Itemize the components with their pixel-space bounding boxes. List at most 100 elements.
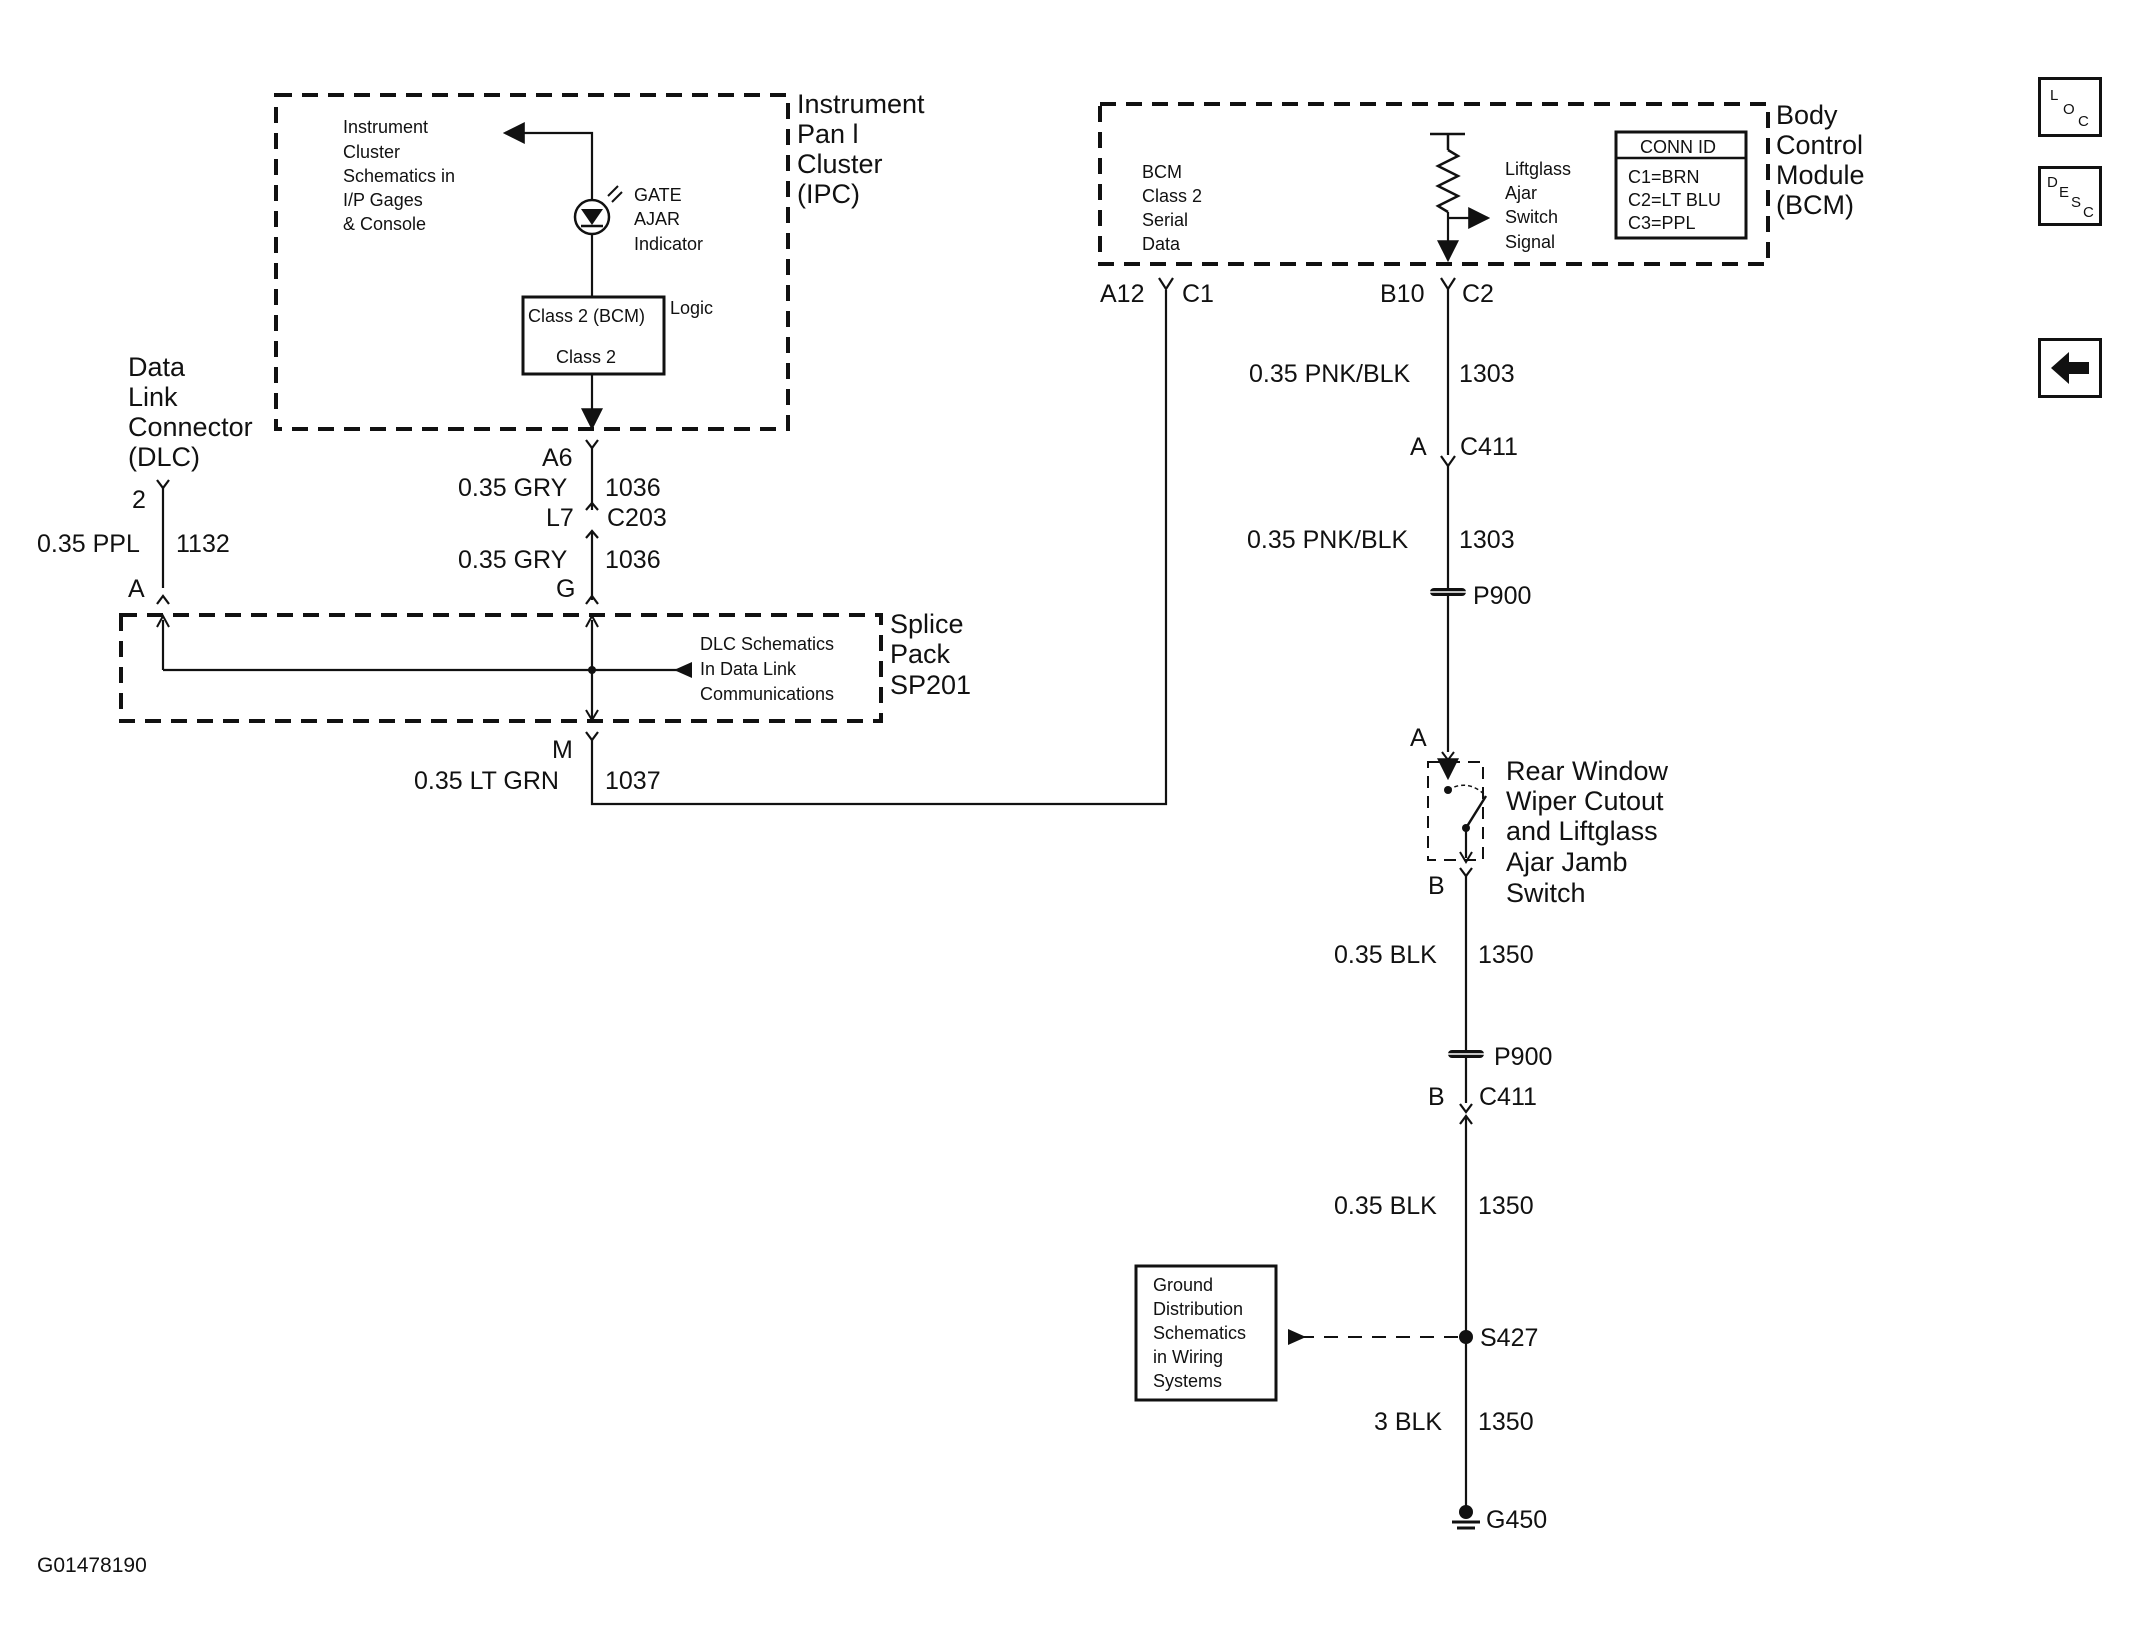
connector-c203: C203: [607, 504, 667, 532]
svg-text:Control: Control: [1776, 130, 1863, 160]
svg-text:Class 2 (BCM): Class 2 (BCM): [528, 306, 645, 326]
ground-distribution-reference[interactable]: Ground Distribution Schematics in Wiring…: [1153, 1275, 1246, 1391]
c411-pin-b: B: [1428, 1083, 1445, 1111]
splice-pack-boundary: [119, 613, 883, 723]
svg-text:in Wiring: in Wiring: [1153, 1347, 1223, 1367]
wire-pnk-blk-2: 0.35 PNK/BLK: [1247, 526, 1409, 554]
svg-text:C2=LT BLU: C2=LT BLU: [1628, 190, 1721, 210]
svg-text:Ajar: Ajar: [1505, 183, 1537, 203]
svg-text:Body: Body: [1776, 100, 1838, 130]
bcm-conn-c2: C2: [1462, 280, 1494, 308]
wire-blk-2: 0.35 BLK: [1334, 1192, 1437, 1220]
svg-text:In Data Link: In Data Link: [700, 659, 797, 679]
pullup-resistor-icon: [1430, 132, 1465, 214]
svg-text:S: S: [2071, 194, 2081, 211]
switch-boundary: [1427, 761, 1484, 861]
ipc-schematic-reference[interactable]: Instrument Cluster Schematics in I/P Gag…: [343, 117, 455, 234]
svg-text:Serial: Serial: [1142, 210, 1188, 230]
connector-c411: C411: [1460, 433, 1518, 461]
bcm-pin-a12: A12: [1100, 280, 1144, 308]
svg-text:and Liftglass: and Liftglass: [1506, 816, 1658, 846]
svg-text:Ajar Jamb: Ajar Jamb: [1506, 847, 1628, 877]
svg-text:C3=PPL: C3=PPL: [1628, 213, 1696, 233]
svg-text:O: O: [2063, 101, 2075, 118]
ground-icon: [1452, 1505, 1480, 1530]
svg-text:Connector: Connector: [128, 412, 253, 442]
p900-label-1: P900: [1473, 582, 1531, 610]
svg-text:Ground: Ground: [1153, 1275, 1213, 1295]
svg-text:AJAR: AJAR: [634, 209, 680, 229]
ipc-boundary: [274, 93, 790, 431]
ipc-wire2: 0.35 GRY: [458, 546, 568, 574]
svg-text:BCM: BCM: [1142, 162, 1182, 182]
svg-text:(BCM): (BCM): [1776, 190, 1854, 220]
svg-text:Cluster: Cluster: [343, 142, 400, 162]
svg-text:I/P Gages: I/P Gages: [343, 190, 423, 210]
ipc-title: Instrument Pan l Cluster (IPC): [797, 89, 925, 209]
svg-text:Switch: Switch: [1505, 207, 1558, 227]
svg-text:Link: Link: [128, 382, 178, 412]
ipc-circuit2: 1036: [605, 546, 661, 574]
ground-g450: G450: [1486, 1506, 1547, 1534]
svg-text:Switch: Switch: [1506, 878, 1586, 908]
switch-contact-icon: [1464, 795, 1488, 829]
splice-pin-m: M: [552, 736, 573, 764]
svg-text:Splice: Splice: [890, 609, 964, 639]
logic-label: Logic: [670, 298, 713, 318]
svg-text:C: C: [2083, 204, 2094, 221]
bcm-pin-b10: B10: [1380, 280, 1424, 308]
gate-ajar-indicator-icon: [573, 185, 623, 236]
svg-text:& Console: & Console: [343, 214, 426, 234]
wire-pnk-blk-1: 0.35 PNK/BLK: [1249, 360, 1411, 388]
connector-c411-2: C411: [1479, 1083, 1537, 1111]
splice-wire: 0.35 LT GRN: [414, 767, 559, 795]
svg-text:Class 2: Class 2: [1142, 186, 1202, 206]
svg-text:Module: Module: [1776, 160, 1865, 190]
gate-ajar-indicator-label: GATE AJAR Indicator: [634, 185, 703, 254]
ipc-wire1: 0.35 GRY: [458, 474, 568, 502]
svg-text:Pan l: Pan l: [797, 119, 859, 149]
svg-text:CONN ID: CONN ID: [1640, 137, 1716, 157]
svg-text:Data: Data: [1142, 234, 1181, 254]
svg-text:(DLC): (DLC): [128, 442, 200, 472]
svg-text:Instrument: Instrument: [797, 89, 925, 119]
svg-text:DLC Schematics: DLC Schematics: [700, 634, 834, 654]
switch-pin-b: B: [1428, 872, 1445, 900]
dlc-schematics-reference[interactable]: DLC Schematics In Data Link Communicatio…: [700, 634, 834, 704]
dlc-title: Data Link Connector (DLC): [128, 352, 253, 472]
svg-text:Schematics: Schematics: [1153, 1323, 1246, 1343]
wire-blk-1: 0.35 BLK: [1334, 941, 1437, 969]
svg-text:Systems: Systems: [1153, 1371, 1222, 1391]
bcm-serial-data-label: BCM Class 2 Serial Data: [1142, 162, 1202, 254]
svg-text:L: L: [2050, 87, 2058, 104]
pass-through-grommet-icon-2: [1444, 1050, 1488, 1058]
circuit-1350-3: 1350: [1478, 1408, 1534, 1436]
description-button[interactable]: D E S C: [2038, 166, 2102, 226]
c411-pin-a: A: [1410, 433, 1427, 461]
svg-text:Schematics in: Schematics in: [343, 166, 455, 186]
bcm-conn-c1: C1: [1182, 280, 1214, 308]
ipc-pin-l7: L7: [546, 504, 574, 532]
dlc-wire-color: 0.35 PPL: [37, 530, 140, 558]
dlc-terminal: A: [128, 575, 145, 603]
dlc-circuit: 1132: [176, 530, 230, 558]
splice-s427-label: S427: [1480, 1324, 1538, 1352]
svg-text:GATE: GATE: [634, 185, 682, 205]
liftglass-ajar-signal-label: Liftglass Ajar Switch Signal: [1505, 159, 1571, 252]
back-button[interactable]: [2038, 338, 2102, 398]
splice-s427-icon: [1459, 1330, 1473, 1344]
svg-text:Instrument: Instrument: [343, 117, 428, 137]
svg-text:Class 2: Class 2: [556, 347, 616, 367]
svg-text:D: D: [2047, 174, 2058, 191]
svg-text:C1=BRN: C1=BRN: [1628, 167, 1700, 187]
pass-through-grommet-icon: [1426, 588, 1470, 596]
svg-text:Communications: Communications: [700, 684, 834, 704]
class2-logic-box: [521, 295, 666, 376]
svg-text:(IPC): (IPC): [797, 179, 860, 209]
bcm-boundary: [1098, 102, 1770, 266]
switch-pin-a: A: [1410, 724, 1427, 752]
location-button[interactable]: L O C: [2038, 77, 2102, 137]
ipc-circuit1: 1036: [605, 474, 661, 502]
ground-distribution-box[interactable]: [1134, 1264, 1278, 1402]
